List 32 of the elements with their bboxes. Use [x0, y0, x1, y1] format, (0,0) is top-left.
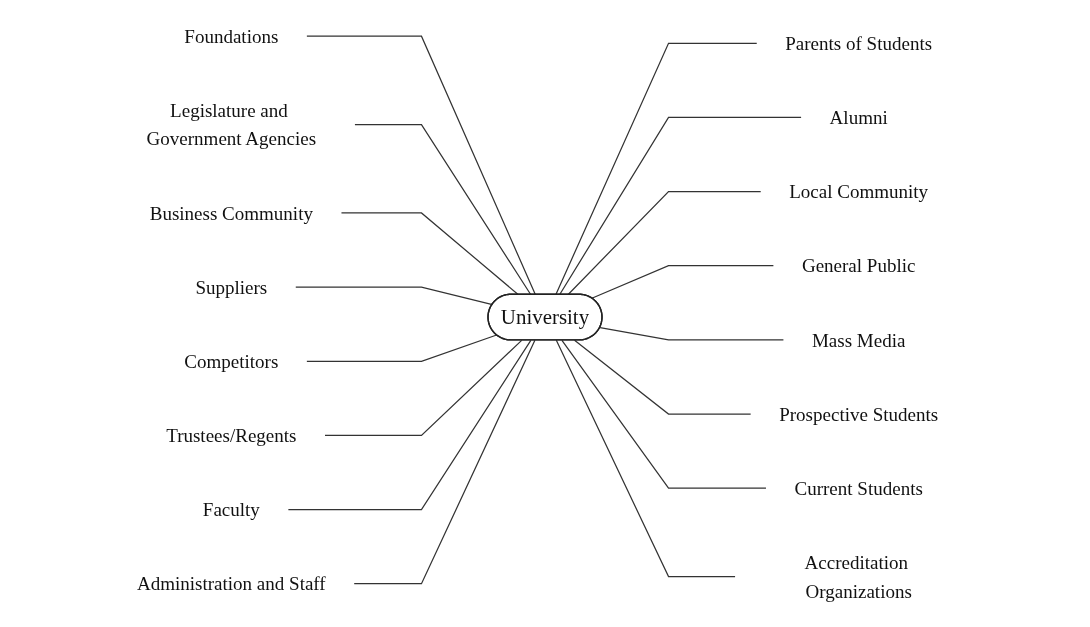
node-text: Alumni [829, 106, 888, 128]
node-text: Trustees/Regents [166, 424, 297, 446]
connector [340, 212, 519, 296]
node-text: Legislature and Government Agencies [146, 99, 317, 150]
node-text: Parents of Students [785, 32, 933, 54]
connector [558, 116, 802, 296]
connector [561, 339, 767, 489]
connector [287, 339, 532, 511]
connector [591, 265, 774, 299]
connector [599, 327, 785, 341]
node-text: Competitors [184, 350, 279, 372]
node-text: Faculty [202, 499, 260, 521]
connector [324, 339, 523, 437]
node-text: Prospective Students [779, 403, 939, 425]
connector [573, 339, 752, 415]
connector [567, 190, 762, 296]
connector [295, 286, 494, 306]
node-text: General Public [801, 255, 916, 277]
connector [354, 123, 532, 296]
connector [353, 339, 536, 585]
connector [555, 339, 736, 578]
node-text: Suppliers [195, 276, 268, 298]
node-text: Foundations [184, 25, 279, 47]
node-text: Local Community [789, 181, 929, 203]
node-text: Accreditation Organizations [804, 551, 912, 602]
node-text: Business Community [149, 202, 313, 224]
connector [306, 35, 537, 296]
node-text: Current Students [794, 477, 923, 499]
node-text: Mass Media [811, 329, 906, 351]
node-text: Administration and Staff [136, 573, 326, 595]
connector [306, 334, 498, 362]
connector [555, 42, 758, 296]
